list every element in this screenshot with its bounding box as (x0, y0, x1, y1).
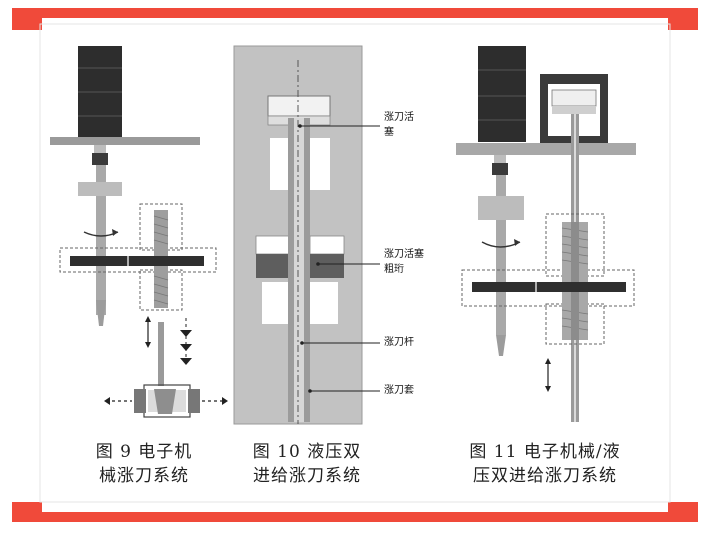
figure-11-caption-line2: 压双进给涨刀系统 (473, 466, 617, 486)
label-piston-line2: 塞 (384, 127, 394, 138)
label-rough-line1: 涨刀活塞 (384, 249, 424, 260)
figure-11-diagram (456, 46, 636, 422)
orange-frame (12, 8, 698, 522)
figure-9-caption-line1: 图 9 电子机 (95, 442, 193, 462)
label-rod: 涨刀杆 (384, 337, 414, 348)
figure-10-diagram (233, 45, 380, 425)
figure-9-diagram (50, 46, 228, 418)
figure-11-caption: 图 11 电子机械/液 压双进给涨刀系统 (440, 440, 650, 488)
figure-10-caption-line2: 进给涨刀系统 (253, 466, 361, 486)
figure-10-caption-line1: 图 10 液压双 (252, 442, 362, 462)
figure-10-caption: 图 10 液压双 进给涨刀系统 (222, 440, 392, 488)
figure-9-caption-line2: 械涨刀系统 (99, 466, 189, 486)
label-sleeve: 涨刀套 (384, 385, 414, 396)
figure-11-caption-line1: 图 11 电子机械/液 (469, 442, 621, 462)
figure-9-caption: 图 9 电子机 械涨刀系统 (64, 440, 224, 488)
label-piston: 涨刀活 塞 (384, 110, 414, 140)
label-piston-line1: 涨刀活 (384, 112, 414, 123)
label-rough-honing: 涨刀活塞 粗珩 (384, 247, 424, 277)
label-rough-line2: 粗珩 (384, 264, 404, 275)
